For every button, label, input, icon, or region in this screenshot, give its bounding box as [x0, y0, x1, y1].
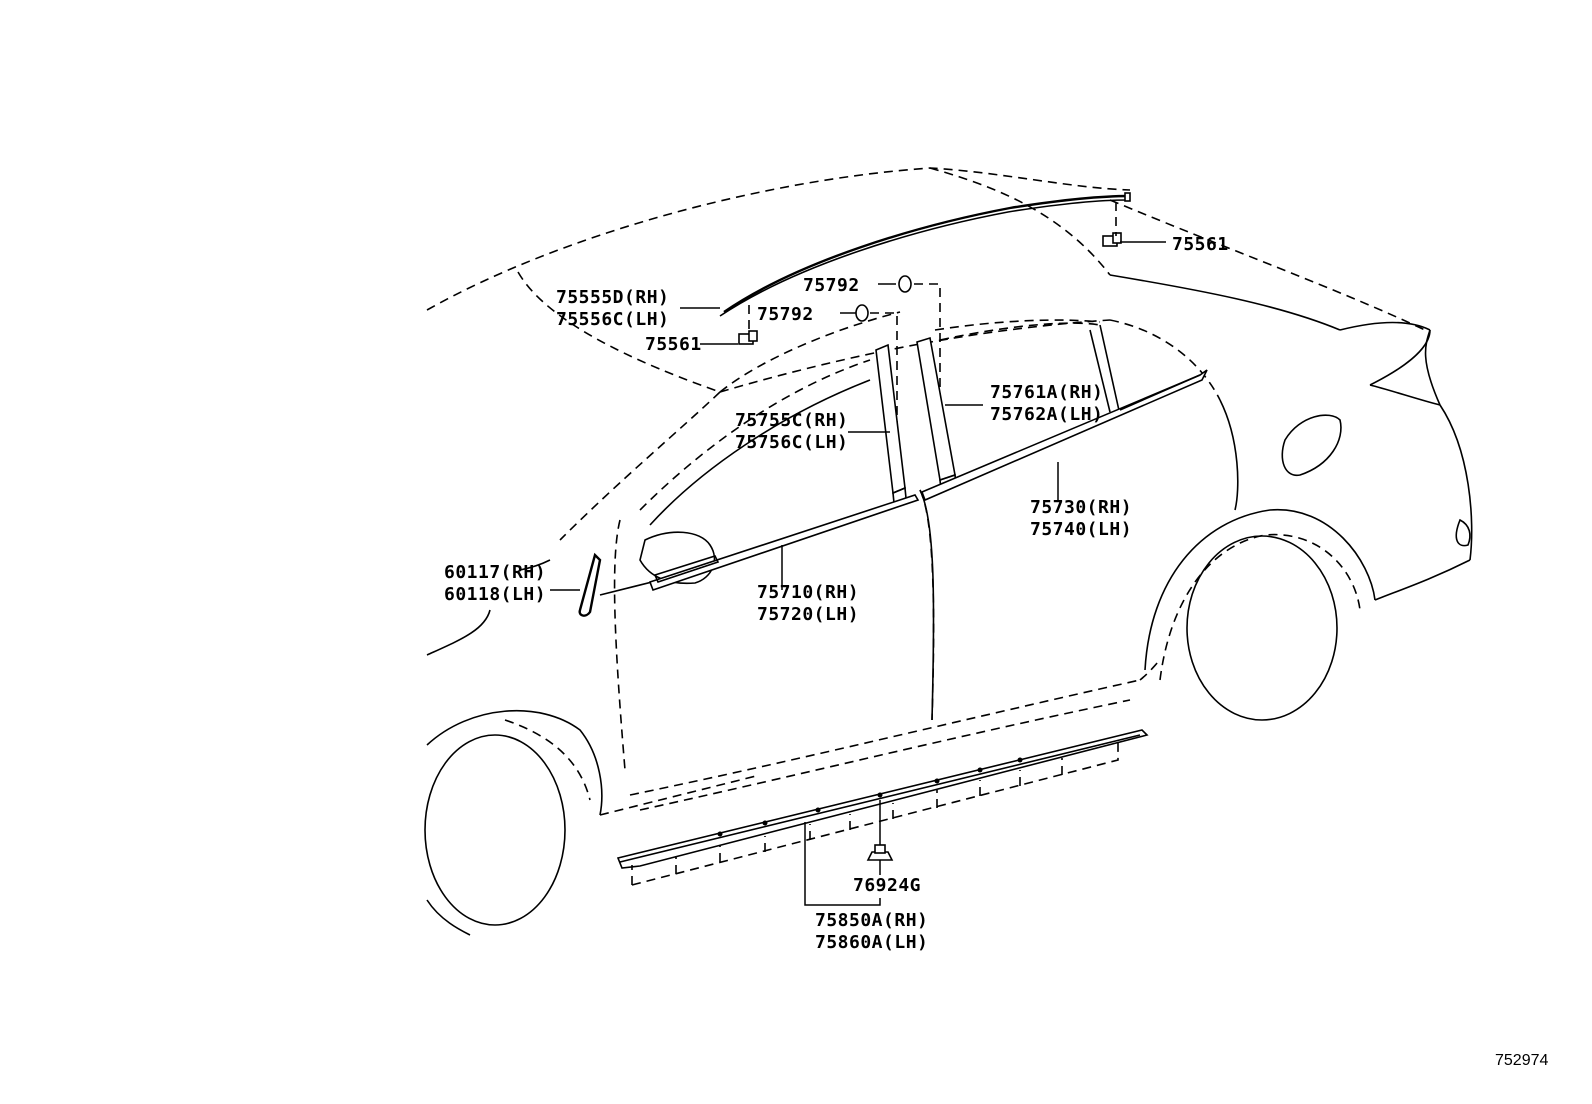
- label-75561-top: 75561: [1172, 234, 1229, 255]
- clip-75561-top: [1102, 202, 1122, 247]
- part-labels: 75561 75792 75792 75555D(RH) 75556C(LH) …: [444, 234, 1229, 953]
- label-75561-left: 75561: [645, 334, 702, 355]
- label-75850: 75850A(RH) 75860A(LH): [815, 910, 940, 953]
- label-75730: 75730(RH) 75740(LH): [1030, 497, 1143, 540]
- label-75555: 75555D(RH) 75556C(LH): [556, 287, 681, 330]
- label-75761: 75761A(RH) 75762A(LH): [990, 382, 1115, 425]
- roof-drip-moulding: [719, 192, 1131, 317]
- label-75755: 75755C(RH) 75756C(LH): [735, 410, 860, 453]
- quarter-window-glass: [578, 552, 602, 617]
- rocker-panel-moulding: [616, 729, 1149, 886]
- rear-door-belt-moulding: [920, 369, 1208, 502]
- label-75792-b: 75792: [757, 304, 814, 325]
- front-door-belt-moulding: [648, 494, 920, 592]
- label-75792-a: 75792: [803, 275, 860, 296]
- label-76924: 76924G: [853, 875, 921, 896]
- car-outline: [424, 167, 1473, 936]
- label-75710: 75710(RH) 75720(LH): [757, 582, 870, 625]
- front-door-pillar-garnish: [875, 343, 907, 505]
- leader-lines: [550, 241, 1166, 906]
- label-60117: 60117(RH) 60118(LH): [444, 562, 557, 605]
- figure-id: 752974: [1495, 1052, 1548, 1069]
- clip-75561-left: [738, 305, 758, 345]
- clip-76924g: [866, 800, 894, 861]
- rear-door-pillar-garnish: [916, 336, 957, 492]
